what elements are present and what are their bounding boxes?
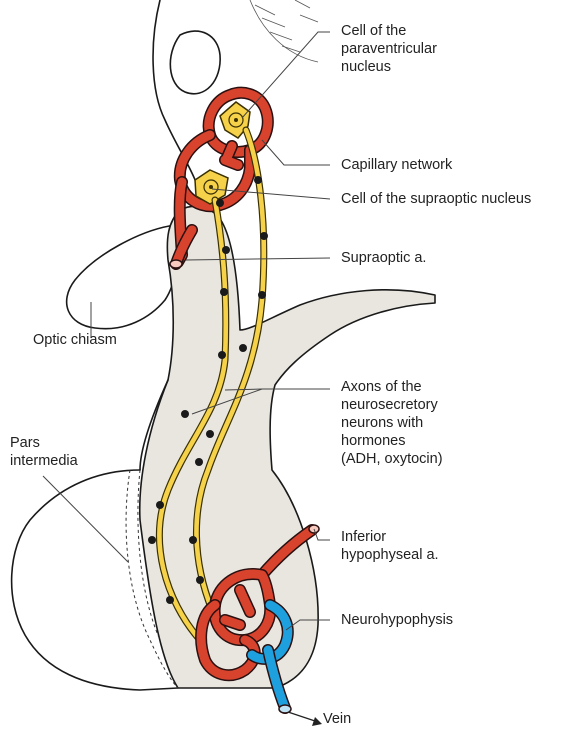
label-inferior-artery: Inferior hypophyseal a.	[341, 528, 439, 564]
label-pars-intermedia: Pars intermedia	[10, 434, 78, 470]
optic-chiasm-shape	[67, 225, 178, 329]
label-vein: Vein	[323, 710, 351, 728]
label-supraoptic-artery: Supraoptic a.	[341, 249, 426, 267]
label-axons: Axons of the neurosecretory neurons with…	[341, 378, 443, 468]
label-optic-chiasm: Optic chiasm	[33, 331, 117, 349]
label-neurohypophysis: Neurohypophysis	[341, 611, 453, 629]
hypothalamus-hatching	[250, 0, 318, 62]
vein-arrow	[288, 712, 322, 726]
label-capillary-network: Capillary network	[341, 156, 452, 174]
label-supraoptic-cell: Cell of the supraoptic nucleus	[341, 190, 531, 208]
ventricle-outline	[170, 31, 220, 94]
label-paraventricular-cell: Cell of the paraventricular nucleus	[341, 22, 437, 76]
